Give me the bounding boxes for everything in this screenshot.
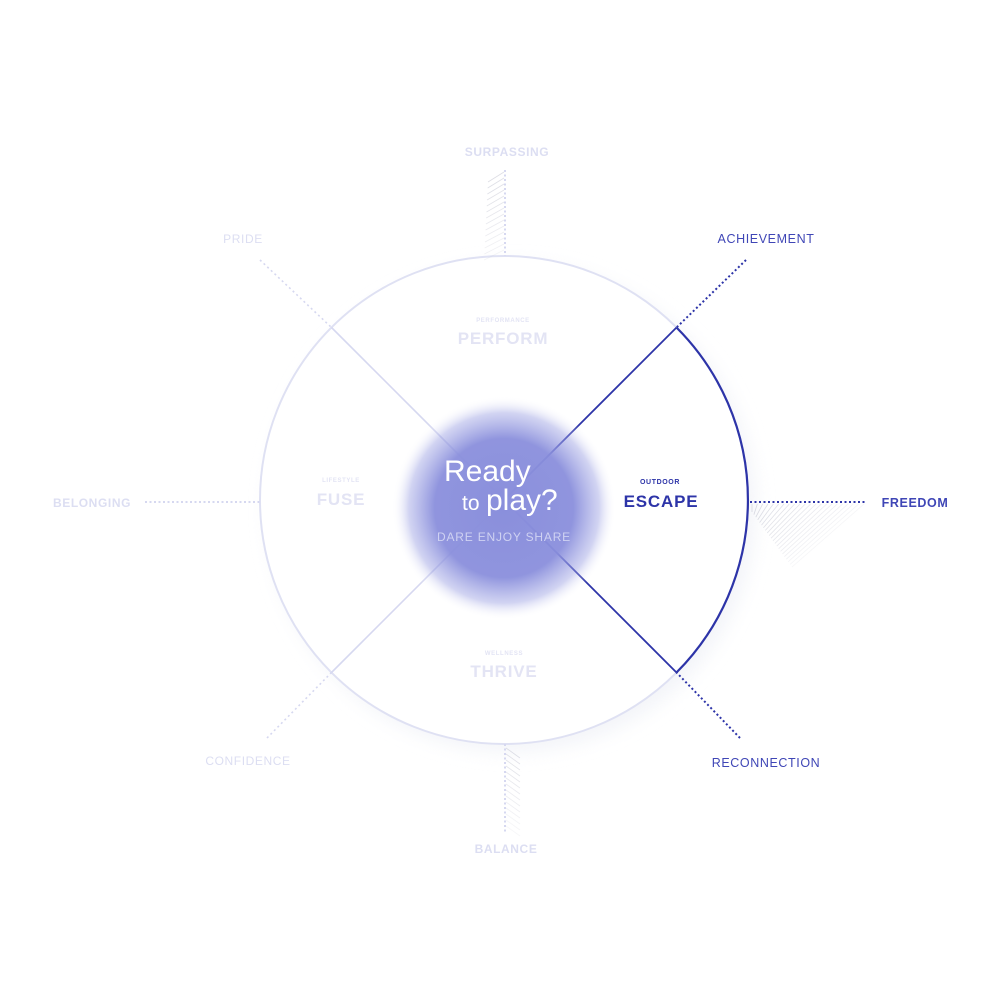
hatch-line — [505, 753, 521, 765]
hatch-line — [505, 747, 521, 759]
value-surpassing: SURPASSING — [465, 145, 549, 159]
hatch-line — [486, 207, 505, 219]
hatch-line — [791, 503, 865, 568]
hatch-line — [505, 789, 521, 801]
value-freedom: FREEDOM — [882, 496, 949, 510]
segment-right-title: ESCAPE — [624, 492, 699, 511]
value-reconnection: RECONNECTION — [712, 756, 821, 770]
hatch-line — [505, 771, 521, 783]
hatch-line — [487, 171, 505, 183]
hatch-line — [780, 503, 833, 552]
hatch-line — [505, 765, 521, 777]
connector-confidence — [266, 671, 333, 739]
center-title-line2-play: play? — [486, 484, 558, 517]
value-achievement: ACHIEVEMENT — [718, 232, 815, 246]
hatch-line — [505, 801, 521, 813]
value-belonging: BELONGING — [53, 496, 131, 510]
hatch-line — [755, 503, 764, 518]
value-confidence: CONFIDENCE — [205, 754, 290, 768]
hatch-line — [753, 503, 758, 515]
hatch-surpassing — [483, 171, 505, 261]
hatch-line — [484, 237, 505, 249]
hatch-line — [505, 819, 521, 831]
hatch-line — [772, 503, 811, 542]
hatch-freedom — [751, 503, 865, 568]
escape-segment-arc — [675, 326, 750, 674]
hatch-line — [486, 201, 505, 213]
center-blob — [392, 396, 616, 620]
hatch-line — [784, 503, 843, 557]
hatch-line — [778, 503, 827, 549]
hatch-line — [484, 243, 505, 255]
segment-left-title: FUSE — [317, 490, 366, 509]
hatch-line — [505, 807, 521, 819]
hatch-line — [505, 783, 521, 795]
segment-bottom-title: THRIVE — [470, 662, 537, 681]
hatch-line — [770, 503, 806, 539]
segment-top-title: PERFORM — [458, 329, 549, 348]
hatch-line — [765, 503, 790, 531]
value-balance: BALANCE — [475, 842, 538, 856]
hatch-line — [766, 503, 795, 534]
hatch-line — [505, 825, 521, 837]
hatch-line — [759, 503, 774, 523]
segment-right-kicker: OUTDOOR — [640, 479, 680, 486]
hatch-line — [776, 503, 822, 547]
hatch-line — [786, 503, 849, 560]
hatch-line — [505, 813, 521, 825]
connector-achievement — [675, 259, 747, 329]
hatch-line — [782, 503, 838, 555]
hatch-line — [774, 503, 817, 544]
hatch-line — [789, 503, 859, 565]
hatch-line — [484, 231, 505, 243]
hatch-line — [486, 195, 505, 207]
hatch-line — [485, 219, 505, 231]
hatch-line — [761, 503, 779, 526]
center-title-line1: Ready — [444, 455, 531, 488]
hatch-line — [757, 503, 769, 521]
hatch-line — [505, 777, 521, 789]
hatch-line — [787, 503, 854, 563]
connector-pride — [259, 259, 333, 329]
hatch-balance — [505, 747, 521, 837]
hatch-line — [487, 183, 505, 195]
hatch-line — [505, 795, 521, 807]
segment-top-kicker: PERFORMANCE — [476, 318, 530, 324]
hatch-line — [505, 759, 521, 771]
hatch-line — [487, 177, 505, 189]
hatch-line — [485, 213, 505, 225]
hatch-line — [486, 189, 505, 201]
segment-left-kicker: LIFESTYLE — [322, 478, 360, 484]
value-pride: PRIDE — [223, 232, 263, 246]
hatch-line — [768, 503, 801, 536]
hatch-line — [483, 249, 505, 261]
hatch-line — [485, 225, 505, 237]
segment-bottom-kicker: WELLNESS — [485, 651, 523, 657]
center-tagline: DARE ENJOY SHARE — [437, 530, 571, 544]
center-title-line2-to: to — [462, 492, 480, 515]
hatch-line — [763, 503, 785, 528]
connector-reconnection — [675, 671, 741, 739]
